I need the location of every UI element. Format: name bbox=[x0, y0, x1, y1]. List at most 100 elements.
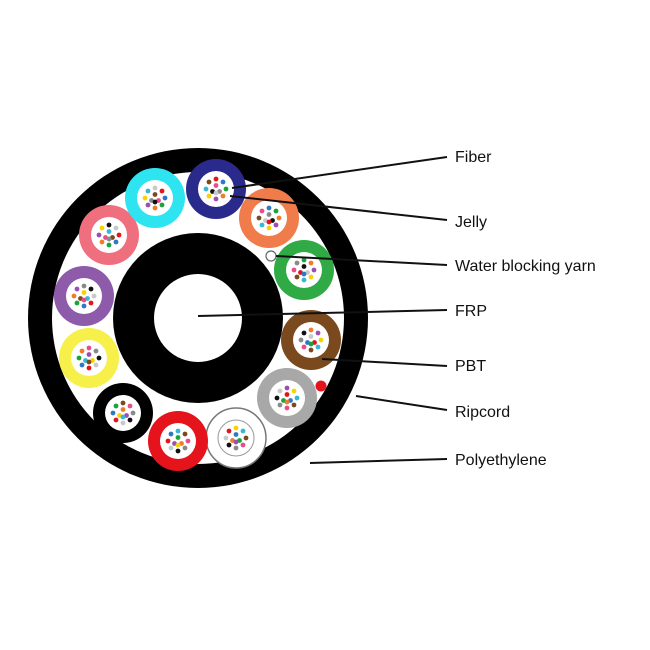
white-tube bbox=[205, 407, 267, 469]
fiber-dot bbox=[81, 290, 87, 295]
fiber-dot bbox=[88, 286, 94, 292]
fiber-dot bbox=[294, 274, 300, 280]
polyethylene-leader-line bbox=[309, 458, 448, 464]
fiber-dot bbox=[120, 400, 126, 406]
fiber-dot bbox=[130, 410, 136, 416]
fiber-dot bbox=[223, 435, 229, 441]
ripcord-dot bbox=[315, 380, 327, 392]
label-polyethylene: Polyethylene bbox=[455, 452, 547, 469]
gray-tube bbox=[257, 368, 317, 428]
violet-tube bbox=[54, 266, 114, 326]
fiber-dot bbox=[301, 277, 307, 283]
fiber-dot bbox=[116, 232, 122, 238]
fiber-dot bbox=[294, 260, 300, 266]
fiber-dot bbox=[266, 219, 272, 225]
label-fiber: Fiber bbox=[455, 149, 492, 166]
fiber-dot bbox=[162, 195, 168, 201]
fiber-dot bbox=[96, 232, 102, 238]
label-frp: FRP bbox=[455, 303, 487, 320]
fiber-dot bbox=[74, 300, 80, 306]
fiber-dot bbox=[110, 410, 116, 416]
fiber-dot bbox=[226, 442, 232, 448]
fiber-dot bbox=[74, 286, 80, 292]
fiber-dot bbox=[315, 344, 321, 350]
fiber-dot bbox=[240, 442, 246, 448]
ripcord-leader-line bbox=[355, 395, 448, 411]
fiber-dot bbox=[168, 445, 174, 451]
fiber-dot bbox=[159, 188, 165, 194]
fiber-dot bbox=[213, 176, 219, 182]
fiber-dot bbox=[99, 239, 105, 245]
fiber-dot bbox=[301, 257, 307, 263]
fiber-dot bbox=[266, 212, 272, 217]
fiber-dot bbox=[291, 402, 297, 408]
fiber-dot bbox=[71, 293, 77, 299]
fiber-dot bbox=[308, 260, 314, 266]
fiber-dot bbox=[308, 341, 314, 347]
fiber-dot bbox=[127, 403, 133, 409]
fiber-dot bbox=[93, 362, 99, 368]
fiber-dot bbox=[91, 293, 97, 299]
fiber-dot bbox=[311, 267, 317, 273]
fiber-dot bbox=[291, 267, 297, 273]
fiber-dot bbox=[266, 205, 272, 211]
fiber-dot bbox=[175, 428, 181, 434]
fiber-dot bbox=[76, 355, 82, 361]
orange-tube bbox=[239, 188, 299, 248]
fiber-dot bbox=[175, 442, 181, 448]
fiber-dot bbox=[220, 193, 226, 199]
fiber-dot bbox=[308, 334, 314, 339]
fiber-dot bbox=[284, 405, 290, 411]
fiber-dot bbox=[152, 185, 158, 191]
fiber-dot bbox=[273, 222, 279, 228]
fiber-dot bbox=[213, 190, 219, 196]
fiber-dot bbox=[277, 388, 283, 394]
fiber-dot bbox=[277, 402, 283, 408]
black-tube bbox=[93, 383, 153, 443]
fiber-dot bbox=[259, 222, 265, 228]
fiber-dot bbox=[256, 215, 262, 221]
fiber-dot bbox=[120, 407, 126, 412]
fiber-dot bbox=[175, 435, 181, 440]
fiber-dot bbox=[93, 348, 99, 354]
yellow-tube bbox=[59, 328, 119, 388]
fiber-dot bbox=[81, 283, 87, 289]
fiber-dot bbox=[120, 414, 126, 420]
fiber-dot bbox=[206, 179, 212, 185]
fiber-dot bbox=[206, 193, 212, 199]
pbt-leader-line bbox=[321, 358, 448, 367]
fiber-dot bbox=[294, 395, 300, 401]
fiber-dot bbox=[243, 435, 249, 441]
fiber-dot bbox=[120, 420, 126, 426]
fiber-dot bbox=[220, 179, 226, 185]
fiber-leader-line bbox=[231, 156, 448, 189]
frp-core bbox=[154, 274, 242, 362]
fiber-dot bbox=[301, 264, 307, 269]
fiber-dot bbox=[213, 183, 219, 188]
fiber-dot bbox=[182, 445, 188, 451]
fiber-dot bbox=[182, 431, 188, 437]
fiber-dot bbox=[203, 186, 209, 192]
fiber-dot bbox=[142, 195, 148, 201]
fiber-dot bbox=[315, 330, 321, 336]
fiber-dot bbox=[223, 186, 229, 192]
fiber-dot bbox=[301, 330, 307, 336]
loose-tubes bbox=[54, 159, 341, 471]
green-tube bbox=[274, 240, 334, 300]
fiber-dot bbox=[233, 445, 239, 451]
label-ripcord: Ripcord bbox=[455, 404, 510, 421]
fiber-dot bbox=[86, 365, 92, 371]
jelly-leader-line bbox=[229, 195, 448, 221]
fiber-dot bbox=[301, 344, 307, 350]
fiber-dot bbox=[79, 362, 85, 368]
fiber-dot bbox=[165, 438, 171, 444]
fiber-dot bbox=[113, 225, 119, 231]
fiber-dot bbox=[318, 337, 324, 343]
fiber-dot bbox=[284, 399, 290, 405]
fiber-dot bbox=[185, 438, 191, 444]
label-jelly: Jelly bbox=[455, 214, 487, 231]
fiber-dot bbox=[284, 385, 290, 391]
fiber-dot bbox=[266, 225, 272, 231]
label-water-blocking-yarn: Water blocking yarn bbox=[455, 258, 596, 275]
fiber-dot bbox=[226, 428, 232, 434]
